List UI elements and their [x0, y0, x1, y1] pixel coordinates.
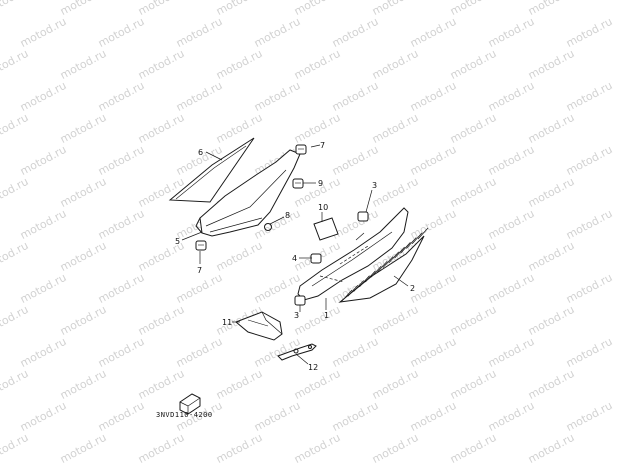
part-3-grommet-lower	[294, 295, 306, 306]
drawing-code: 3NVD110-4200	[156, 411, 213, 419]
part-12-strap	[277, 343, 317, 361]
callout-12: 12	[308, 363, 318, 372]
part-4-damper	[310, 253, 322, 264]
callout-8: 8	[285, 211, 290, 220]
part-7-grommet-lower	[195, 240, 207, 251]
part-1-side-cover	[297, 207, 409, 301]
callout-labels: 6 7 9 8 5 7 10 3 4 3 1 2 11 12	[175, 141, 415, 372]
part-6-decal	[168, 137, 255, 203]
part-11-pad	[235, 311, 283, 341]
callout-3-upper: 3	[372, 181, 377, 190]
reference-tag-icon	[179, 393, 201, 415]
callout-9: 9	[318, 179, 323, 188]
callout-11: 11	[222, 318, 232, 327]
callout-4: 4	[292, 254, 297, 263]
callout-5: 5	[175, 237, 180, 246]
part-2-emblem	[338, 227, 429, 303]
callout-2: 2	[410, 284, 415, 293]
part-7-grommet-upper	[295, 144, 307, 155]
part-10-label-plate	[313, 217, 339, 241]
part-3-grommet-upper	[357, 211, 369, 222]
part-5-side-cover	[195, 149, 301, 237]
callout-1: 1	[324, 311, 329, 320]
callout-10: 10	[318, 203, 328, 212]
callout-7-lower: 7	[197, 266, 202, 275]
callout-7-upper: 7	[320, 141, 325, 150]
leader-lines	[181, 144, 409, 365]
part-9-damper	[292, 178, 304, 189]
callout-6: 6	[198, 148, 203, 157]
callout-3-lower: 3	[294, 311, 299, 320]
